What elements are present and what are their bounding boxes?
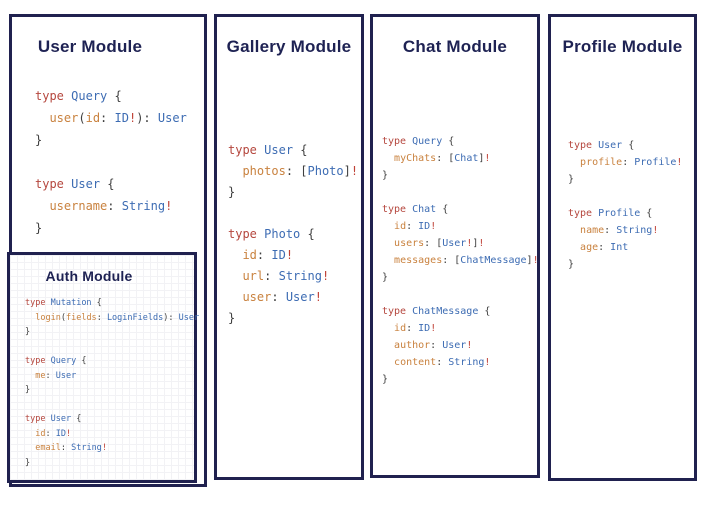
code-line: type ChatMessage { <box>382 306 491 317</box>
code-line: type User { <box>568 140 635 151</box>
graphql-code-block: type Query { user(id: ID!): User} type U… <box>35 85 204 239</box>
code-line <box>25 398 194 413</box>
code-line: id: ID! <box>35 428 72 439</box>
module-title: User Module <box>37 37 143 56</box>
graphql-code-block: type User { profile: Profile!} type Prof… <box>568 137 694 273</box>
module-title: Auth Module <box>45 268 133 284</box>
code-line: age: Int <box>580 242 629 253</box>
code-line: } <box>382 374 389 385</box>
code-line <box>35 151 204 173</box>
module-title: Chat Module <box>402 37 508 56</box>
code-line: type User { <box>228 143 308 157</box>
code-line: login(fields: LoginFields): User <box>35 312 200 323</box>
profile-module-panel: Profile Module type User { profile: Prof… <box>548 14 697 481</box>
code-line: } <box>35 133 43 147</box>
code-line: user: User! <box>242 290 322 304</box>
code-line: messages: [ChatMessage]! <box>394 255 539 266</box>
code-line: type User { <box>35 177 115 191</box>
graphql-code-block: type User { photos: [Photo]!} type Photo… <box>228 140 361 329</box>
code-line: type Chat { <box>382 204 449 215</box>
code-line: photos: [Photo]! <box>242 164 359 178</box>
code-line: content: String! <box>394 357 491 368</box>
code-line: } <box>25 385 31 395</box>
code-line <box>568 188 694 205</box>
code-line <box>25 340 194 355</box>
code-line: username: String! <box>49 199 173 213</box>
code-line: } <box>568 259 575 270</box>
code-line: profile: Profile! <box>580 157 683 168</box>
code-line <box>382 184 537 201</box>
code-line: email: String! <box>35 443 107 453</box>
graphql-code-block: type Query { myChats: [Chat]!} type Chat… <box>382 133 539 388</box>
chat-module-panel: Chat Module type Query { myChats: [Chat]… <box>370 14 540 478</box>
graphql-code-block: type Mutation { login(fields: LoginField… <box>25 296 200 470</box>
gallery-module-panel: Gallery Module type User { photos: [Phot… <box>214 14 364 480</box>
code-line: type Profile { <box>568 208 653 219</box>
auth-module-panel: Auth Module type Mutation { login(fields… <box>7 252 200 483</box>
code-line: type Mutation { <box>25 298 102 308</box>
code-line: } <box>25 327 31 337</box>
code-line: } <box>568 174 575 185</box>
code-line: } <box>228 311 236 325</box>
code-line: } <box>382 272 389 283</box>
code-line: url: String! <box>242 269 330 283</box>
code-line: type Query { <box>35 89 122 103</box>
code-line: me: User <box>35 370 77 381</box>
code-line: } <box>25 457 31 468</box>
code-line <box>382 286 537 303</box>
code-line: } <box>228 185 236 199</box>
code-line: id: ID! <box>394 323 437 334</box>
code-line: id: ID! <box>394 221 437 232</box>
code-line: id: ID! <box>242 248 294 262</box>
code-line: users: [User!]! <box>394 238 485 249</box>
code-line: type Photo { <box>228 227 315 241</box>
code-line <box>228 203 361 224</box>
code-line: type Query { <box>382 136 455 147</box>
module-title: Gallery Module <box>226 37 352 56</box>
code-line: type User { <box>25 414 82 424</box>
code-line: user(id: ID!): User <box>49 111 187 125</box>
module-title: Profile Module <box>562 37 683 56</box>
code-line: name: String! <box>580 225 659 236</box>
code-line: } <box>382 170 389 181</box>
code-line: myChats: [Chat]! <box>394 153 491 164</box>
code-line: author: User! <box>394 340 473 351</box>
code-line: } <box>35 221 43 235</box>
code-line: type Query { <box>25 356 87 366</box>
